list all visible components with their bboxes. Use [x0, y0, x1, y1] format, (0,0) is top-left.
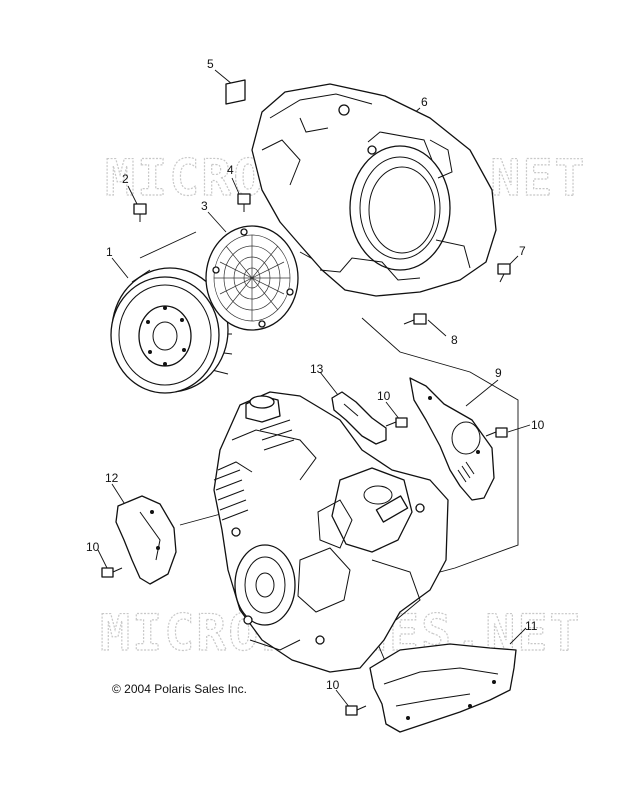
callout-13: 13 [310, 362, 324, 376]
part-4-bolt [237, 193, 251, 212]
part-10-bolt-b [485, 427, 508, 438]
callout-12: 12 [105, 471, 119, 485]
copyright-text: © 2004 Polaris Sales Inc. [112, 682, 247, 696]
callout-labels: 5 6 4 2 3 1 7 8 13 9 10 10 12 10 11 10 [86, 57, 545, 692]
part-1-flywheel [110, 267, 233, 394]
part-8-bolt [403, 313, 427, 325]
callout-1: 1 [106, 245, 113, 259]
ohv-label-panel [375, 495, 409, 523]
part-5-decal [225, 79, 246, 105]
part-7-bolt [497, 263, 511, 283]
part-9-shroud [409, 377, 495, 501]
callout-6: 6 [421, 95, 428, 109]
callout-3: 3 [201, 199, 208, 213]
part-12-shroud [115, 495, 177, 585]
part-11-shroud [369, 643, 517, 733]
part-10-bolt-d [345, 705, 367, 716]
callout-8: 8 [451, 333, 458, 347]
part-10-bolt-c [101, 567, 123, 578]
callout-9: 9 [495, 366, 502, 380]
callout-10-c: 10 [86, 540, 100, 554]
callout-2: 2 [122, 172, 129, 186]
bolts [101, 193, 511, 716]
part-2-bolt [133, 203, 147, 222]
callout-10-d: 10 [326, 678, 340, 692]
part-10-bolt-a [385, 417, 408, 428]
callout-4: 4 [227, 163, 234, 177]
callout-10-b: 10 [531, 418, 545, 432]
cylinder-fins [213, 419, 295, 521]
callout-10-a: 10 [377, 389, 391, 403]
callout-11: 11 [525, 619, 538, 633]
callout-7: 7 [519, 244, 526, 258]
part-6-blower-housing [251, 83, 497, 297]
callout-5: 5 [207, 57, 214, 71]
part-13-shroud [331, 391, 387, 445]
engine-block [213, 391, 449, 673]
part-3-screen [205, 225, 299, 331]
